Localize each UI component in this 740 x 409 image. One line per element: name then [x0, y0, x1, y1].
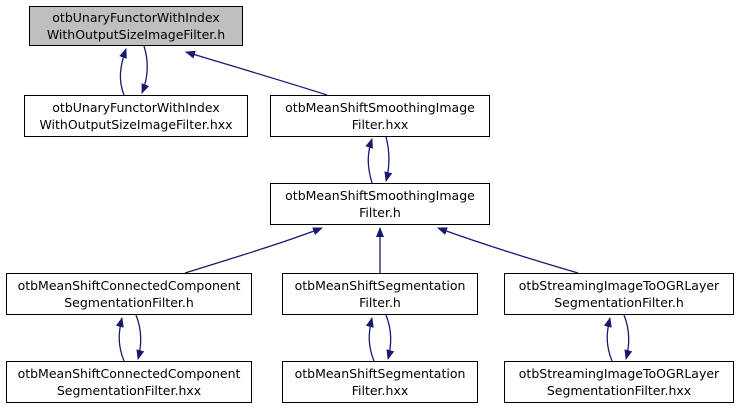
node-label-line1: otbMeanShiftSegmentation — [294, 278, 466, 293]
node-label-line2: Filter.hxx — [351, 383, 409, 398]
node-label-line2: SegmentationFilter.hxx — [546, 383, 692, 398]
node-label-line2: WithOutputSizeImageFilter.hxx — [39, 117, 233, 132]
edge-n7-n4 — [115, 317, 125, 362]
node-label-line2: Filter.hxx — [351, 117, 409, 132]
node-label-line1: otbStreamingImageToOGRLayer — [518, 278, 720, 293]
node-meanshift-segmentation-h[interactable]: otbMeanShiftSegmentation Filter.h — [282, 273, 478, 315]
edge-n2-n0 — [185, 50, 328, 96]
edge-n2-n3 — [384, 136, 393, 182]
node-streaming-ogr-layer-h[interactable]: otbStreamingImageToOGRLayer Segmentation… — [504, 273, 734, 315]
edge-n8-n5 — [365, 317, 375, 362]
node-meanshift-connected-component-h[interactable]: otbMeanShiftConnectedComponent Segmentat… — [6, 273, 252, 315]
node-meanshift-smoothing-h[interactable]: otbMeanShiftSmoothingImage Filter.h — [270, 183, 490, 225]
edge-n6-n3 — [437, 227, 579, 274]
edge-n6-n9 — [623, 314, 633, 360]
node-label-line2: SegmentationFilter.hxx — [56, 383, 202, 398]
edge-n1-n0 — [119, 48, 127, 96]
node-meanshift-segmentation-hxx[interactable]: otbMeanShiftSegmentation Filter.hxx — [282, 361, 478, 403]
node-label-line1: otbMeanShiftSmoothingImage — [285, 188, 475, 203]
node-label-line1: otbMeanShiftSegmentation — [294, 366, 466, 381]
node-streaming-ogr-layer-hxx[interactable]: otbStreamingImageToOGRLayer Segmentation… — [504, 361, 734, 403]
node-label-line2: Filter.h — [359, 205, 401, 220]
node-label-line1: otbUnaryFunctorWithIndex — [52, 10, 220, 25]
node-meanshift-connected-component-hxx[interactable]: otbMeanShiftConnectedComponent Segmentat… — [6, 361, 252, 403]
node-label-line1: otbMeanShiftConnectedComponent — [17, 278, 241, 293]
node-label-line2: WithOutputSizeImageFilter.h — [46, 27, 226, 42]
edge-n3-n2 — [365, 138, 373, 184]
node-label-line1: otbMeanShiftSmoothingImage — [285, 100, 475, 115]
node-unary-functor-hxx[interactable]: otbUnaryFunctorWithIndex WithOutputSizeI… — [24, 95, 248, 137]
edge-n9-n6 — [603, 317, 613, 362]
edge-n5-n8 — [385, 314, 395, 360]
edge-n0-n1 — [141, 45, 150, 94]
node-label-line2: SegmentationFilter.h — [64, 295, 194, 310]
node-label-line1: otbStreamingImageToOGRLayer — [518, 366, 720, 381]
node-label-line1: otbUnaryFunctorWithIndex — [52, 100, 220, 115]
node-label-line2: Filter.h — [359, 295, 401, 310]
node-label-line1: otbMeanShiftConnectedComponent — [17, 366, 241, 381]
edge-n4-n3 — [184, 227, 323, 274]
edge-n4-n7 — [135, 314, 145, 360]
node-label-line2: SegmentationFilter.h — [554, 295, 684, 310]
node-unary-functor-h: otbUnaryFunctorWithIndex WithOutputSizeI… — [29, 6, 243, 46]
node-meanshift-smoothing-hxx[interactable]: otbMeanShiftSmoothingImage Filter.hxx — [270, 95, 490, 137]
